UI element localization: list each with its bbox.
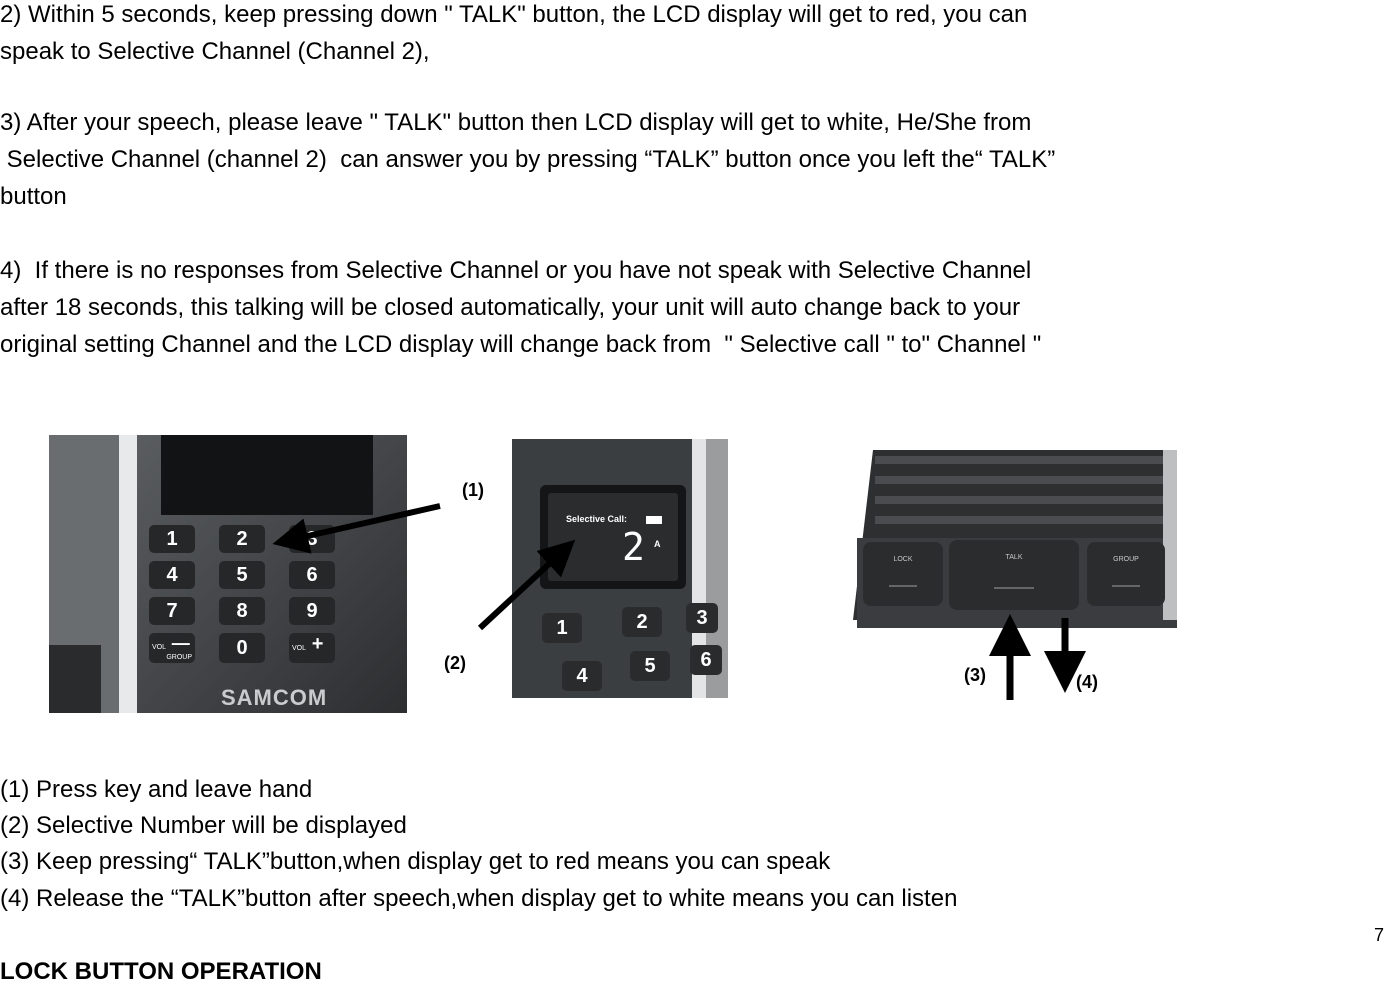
key-plus-label: + [311, 633, 324, 655]
battery-icon [646, 516, 662, 524]
section-heading: LOCK BUTTON OPERATION [0, 958, 322, 985]
key-vol-up: VOL + [289, 633, 335, 663]
key-7: 7 [149, 597, 195, 625]
paragraph-line: original setting Channel and the LCD dis… [0, 331, 1042, 358]
lcd-channel-number: 2 [622, 525, 645, 569]
lcd-channel-suffix: A [654, 539, 661, 549]
paragraph-line: after 18 seconds, this talking will be c… [0, 294, 1021, 321]
lock-button-label: LOCK [893, 556, 913, 563]
key-8: 8 [219, 597, 265, 625]
paragraph-line: speak to Selective Channel (Channel 2), [0, 38, 430, 65]
caption-1: (1) Press key and leave hand [0, 776, 313, 803]
keypad-photo: 1 2 3 4 5 6 7 8 9 VOL — GROUP 0 VOL + SA… [49, 435, 407, 713]
lock-button-groove [889, 585, 917, 587]
lcd-key-3: 3 [686, 603, 718, 633]
lcd-key-6: 6 [690, 645, 722, 675]
caption-3: (3) Keep pressing“ TALK”button,when disp… [0, 848, 831, 875]
lcd-title: Selective Call: [566, 514, 628, 524]
group-button: GROUP [1087, 542, 1165, 606]
key-4: 4 [149, 561, 195, 589]
key-group-label: GROUP [166, 654, 192, 661]
lock-button: LOCK [863, 542, 943, 606]
callout-2: (2) [444, 653, 466, 673]
group-button-groove [1112, 585, 1140, 587]
key-vol-label: VOL [152, 644, 166, 651]
page-number: 7 [1373, 925, 1384, 945]
talk-button-groove [994, 587, 1034, 589]
caption-4: (4) Release the “TALK”button after speec… [0, 885, 958, 912]
lcd-key-2: 2 [622, 607, 662, 637]
lcd-key-4: 4 [562, 661, 602, 691]
brand-logo: SAMCOM [221, 685, 328, 710]
paragraph-line: Selective Channel (channel 2) can answer… [0, 146, 1056, 173]
lcd-key-1: 1 [542, 613, 582, 643]
key-2: 2 [219, 525, 265, 553]
paragraph-line: 4) If there is no responses from Selecti… [0, 257, 1032, 284]
lcd-photo: Selective Call: 2 A 1 2 3 4 5 6 [512, 439, 728, 698]
caption-2: (2) Selective Number will be displayed [0, 812, 407, 839]
key-1: 1 [149, 525, 195, 553]
side-buttons-photo: LOCK TALK GROUP [853, 450, 1177, 634]
callout-3: (3) [964, 665, 986, 685]
callout-1: (1) [462, 480, 484, 500]
key-9: 9 [289, 597, 335, 625]
key-vol-down: VOL — GROUP [149, 633, 195, 663]
paragraph-line: 3) After your speech, please leave " TAL… [0, 109, 1032, 136]
key-3: 3 [289, 525, 335, 553]
key-0: 0 [219, 633, 265, 663]
key-6: 6 [289, 561, 335, 589]
key-vol-label: VOL [292, 645, 306, 652]
paragraph-line: 2) Within 5 seconds, keep pressing down … [0, 1, 1028, 28]
lcd-key-5: 5 [630, 651, 670, 681]
paragraph-line: button [0, 183, 67, 210]
key-minus-label: — [171, 633, 190, 653]
talk-button: TALK [949, 540, 1079, 610]
callout-4: (4) [1076, 672, 1098, 692]
key-5: 5 [219, 561, 265, 589]
talk-button-label: TALK [1005, 554, 1023, 561]
group-button-label: GROUP [1113, 556, 1139, 563]
